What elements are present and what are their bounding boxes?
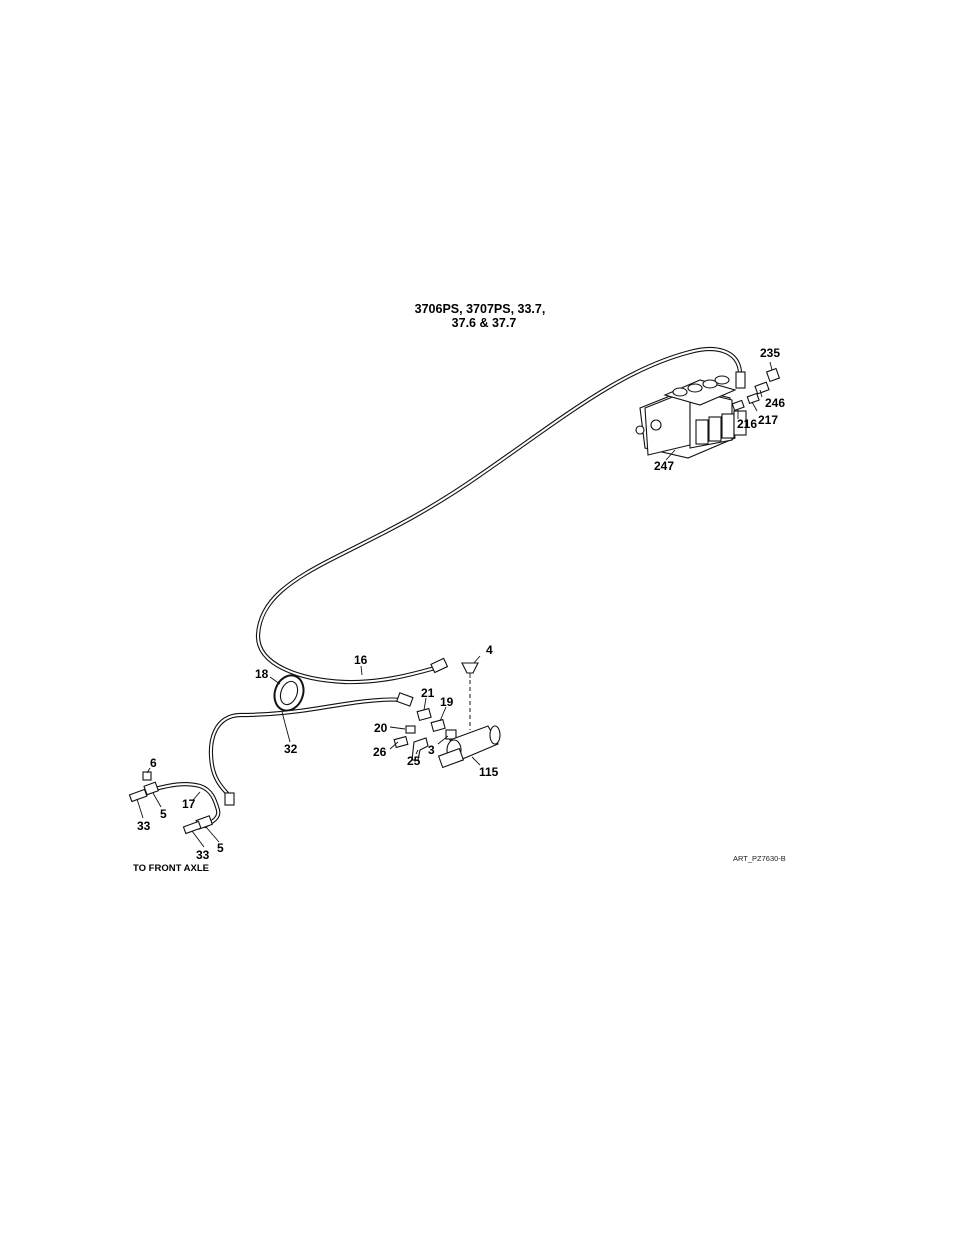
fitting-19 xyxy=(431,720,445,732)
fitting-217 xyxy=(747,393,759,403)
label-217: 217 xyxy=(758,413,778,427)
art-reference: ART_PZ7630-B xyxy=(733,854,786,863)
label-20: 20 xyxy=(374,721,388,735)
label-16: 16 xyxy=(354,653,368,667)
fitting-21 xyxy=(417,709,431,721)
label-5-upper: 5 xyxy=(160,807,167,821)
label-25: 25 xyxy=(407,754,421,768)
fitting-3 xyxy=(446,730,456,739)
label-5-lower: 5 xyxy=(217,841,224,855)
label-235: 235 xyxy=(760,346,780,360)
label-4: 4 xyxy=(486,643,493,657)
control-valve-247 xyxy=(636,376,746,458)
fitting-33-upper xyxy=(129,789,146,801)
fitting-246 xyxy=(755,382,769,394)
label-19: 19 xyxy=(440,695,454,709)
title-line-2: 37.6 & 37.7 xyxy=(452,316,517,330)
label-17: 17 xyxy=(182,797,196,811)
cap-235 xyxy=(767,369,780,382)
fitting-20 xyxy=(406,726,415,733)
label-246: 246 xyxy=(765,396,785,410)
fitting-4 xyxy=(462,663,478,678)
to-front-axle-note: TO FRONT AXLE xyxy=(133,863,209,874)
label-33-upper: 33 xyxy=(137,819,151,833)
label-3: 3 xyxy=(428,743,435,757)
label-18: 18 xyxy=(255,667,269,681)
title-line-1: 3706PS, 3707PS, 33.7, xyxy=(415,302,546,316)
fitting-6 xyxy=(143,772,151,780)
fitting-26 xyxy=(394,737,408,748)
label-6: 6 xyxy=(150,756,157,770)
label-32: 32 xyxy=(284,742,298,756)
label-33-lower: 33 xyxy=(196,848,210,862)
label-247: 247 xyxy=(654,459,674,473)
label-26: 26 xyxy=(373,745,387,759)
label-216: 216 xyxy=(737,417,757,431)
label-21: 21 xyxy=(421,686,435,700)
label-115: 115 xyxy=(479,765,499,779)
fitting-216 xyxy=(732,400,744,410)
